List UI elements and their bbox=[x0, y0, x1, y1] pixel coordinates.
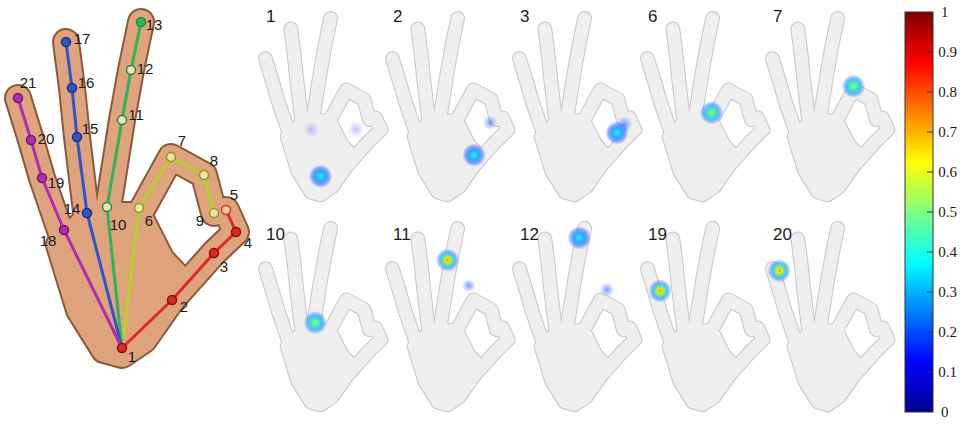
keypoint-number: 14 bbox=[64, 201, 81, 216]
keypoint-number: 13 bbox=[146, 17, 163, 32]
colorbar-tick: 0.2 bbox=[938, 325, 957, 340]
keypoint-number: 1 bbox=[128, 349, 136, 364]
keypoint-number: 18 bbox=[40, 233, 57, 248]
colorbar-tick: 0.8 bbox=[938, 85, 957, 100]
panel-number: 20 bbox=[773, 226, 792, 243]
heatmap-panel bbox=[768, 228, 888, 404]
keypoint-number: 7 bbox=[178, 133, 186, 148]
panel-number: 7 bbox=[773, 8, 782, 25]
heatmap-panel bbox=[265, 228, 381, 404]
panel-number: 10 bbox=[266, 226, 285, 243]
keypoint-number: 15 bbox=[82, 121, 99, 136]
heatmap-panel bbox=[647, 228, 763, 404]
keypoint-number: 4 bbox=[244, 235, 252, 250]
heatmap-panel bbox=[392, 228, 508, 404]
colorbar-tick: 0 bbox=[941, 405, 949, 420]
colorbar bbox=[905, 12, 933, 412]
panel-number: 2 bbox=[393, 8, 402, 25]
keypoint-number: 3 bbox=[220, 259, 228, 274]
hand-skeleton bbox=[14, 18, 241, 356]
heatmap-panel bbox=[392, 18, 508, 194]
panel-number: 6 bbox=[648, 8, 657, 25]
heatmap-panel bbox=[265, 18, 381, 194]
panel-number: 1 bbox=[266, 8, 275, 25]
keypoint-number: 8 bbox=[210, 153, 218, 168]
panel-number: 11 bbox=[393, 226, 411, 243]
panel-number: 3 bbox=[520, 8, 529, 25]
colorbar-tick: 0.3 bbox=[938, 285, 957, 300]
keypoint-number: 9 bbox=[196, 213, 204, 228]
panel-number: 19 bbox=[648, 226, 667, 243]
colorbar-tick: 0.7 bbox=[938, 125, 957, 140]
keypoint-number: 5 bbox=[230, 187, 238, 202]
keypoint-number: 10 bbox=[110, 217, 127, 232]
colorbar-tick: 0.9 bbox=[938, 45, 957, 60]
heatmap-panel bbox=[772, 18, 888, 194]
keypoint-number: 2 bbox=[180, 299, 188, 314]
colorbar-tick: 0.1 bbox=[938, 365, 957, 380]
panel-number: 12 bbox=[520, 226, 539, 243]
heatmap-panel bbox=[647, 18, 763, 194]
keypoint-number: 16 bbox=[78, 75, 95, 90]
colorbar-tick: 1 bbox=[941, 5, 949, 20]
heatmap-panel bbox=[519, 226, 635, 405]
keypoint-number: 6 bbox=[145, 213, 153, 228]
colorbar-tick: 0.5 bbox=[938, 205, 957, 220]
keypoint-number: 21 bbox=[20, 75, 37, 90]
keypoint-number: 20 bbox=[38, 131, 55, 146]
heatmap-panel bbox=[519, 18, 635, 194]
colorbar-tick: 0.6 bbox=[938, 165, 957, 180]
colorbar-tick: 0.4 bbox=[938, 245, 957, 260]
keypoint-number: 19 bbox=[48, 175, 65, 190]
keypoint-number: 17 bbox=[74, 31, 91, 46]
keypoint-number: 12 bbox=[137, 61, 154, 76]
keypoint-number: 11 bbox=[128, 107, 144, 122]
